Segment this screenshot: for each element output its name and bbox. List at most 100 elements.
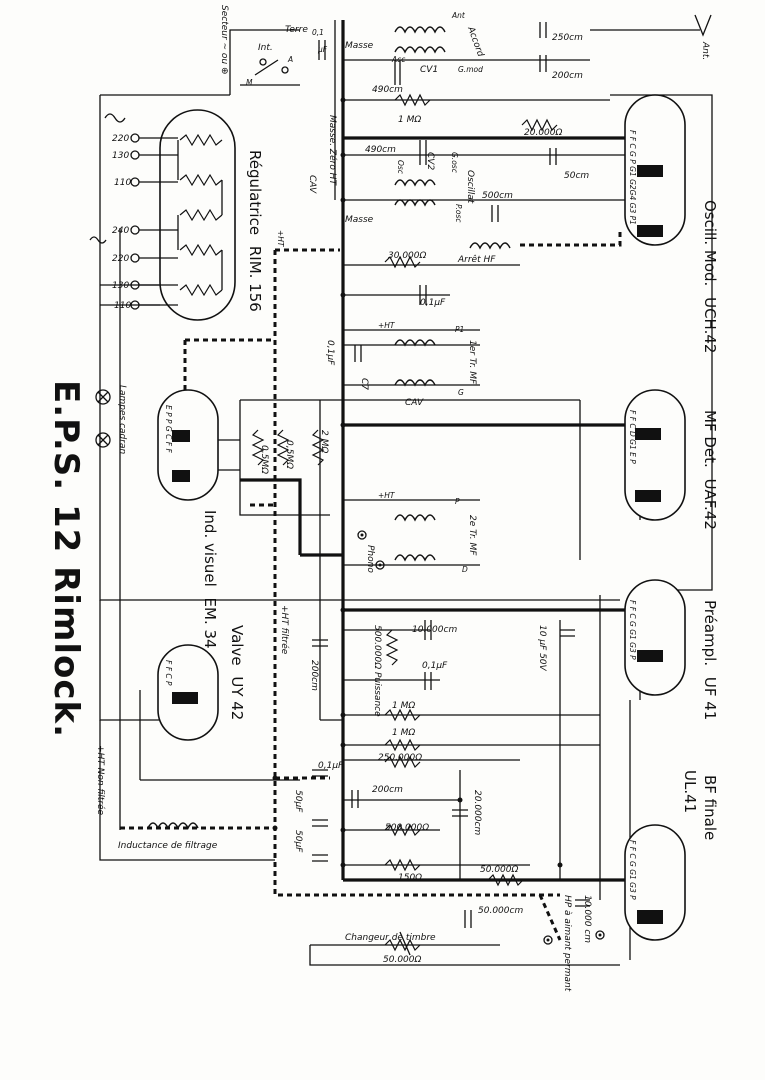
svg-text:50.000Ω: 50.000Ω — [383, 955, 421, 965]
svg-text:Ant.: Ant. — [700, 41, 710, 60]
preamp-section: 10.000cm 500.000Ω Puissance 10 µF 50V 20… — [279, 605, 575, 769]
output-section: 10.000 cm HP à aimant permant 50.000cm C… — [345, 895, 605, 992]
svg-text:Ant: Ant — [451, 11, 466, 20]
svg-text:50cm: 50cm — [564, 171, 589, 181]
svg-text:1 MΩ: 1 MΩ — [392, 728, 415, 738]
svg-text:P1: P1 — [455, 325, 464, 334]
uaf42-label: MF Det. UAF.42 — [701, 410, 719, 530]
svg-text:Osc: Osc — [396, 160, 405, 175]
svg-text:0,1µF: 0,1µF — [318, 761, 344, 771]
fuse-icon — [104, 113, 126, 123]
svg-text:Inductance de filtrage: Inductance de filtrage — [118, 841, 218, 851]
svg-text:Acc: Acc — [391, 55, 406, 64]
junction-dots — [272, 97, 563, 868]
phono-jack-icon[interactable] — [357, 530, 367, 540]
mf2-section: +HT P D 2e Tr. MF Phono — [357, 491, 477, 574]
lamp-icon — [95, 432, 111, 448]
svg-text:1 MΩ: 1 MΩ — [392, 701, 415, 711]
ac-symbol-icon — [89, 236, 107, 244]
phono-jack-icon[interactable] — [375, 560, 385, 570]
svg-text:C7: C7 — [359, 378, 369, 390]
svg-text:220: 220 — [112, 134, 129, 144]
svg-text:10.000cm: 10.000cm — [412, 625, 457, 635]
svg-text:200cm: 200cm — [372, 785, 403, 795]
svg-text:250.000Ω: 250.000Ω — [378, 753, 422, 763]
svg-text:µF: µF — [317, 45, 328, 54]
svg-text:Arrêt HF: Arrêt HF — [457, 254, 496, 265]
svg-text:Terre: Terre — [285, 25, 308, 35]
uy42-label: Valve UY 42 — [228, 625, 246, 720]
svg-text:G.mod: G.mod — [458, 65, 483, 74]
svg-text:2 MΩ: 2 MΩ — [319, 430, 329, 453]
svg-text:CAV: CAV — [405, 398, 424, 408]
antenna-icon — [694, 14, 712, 37]
uch42-label: Oscill. Mod. UCH.42 — [701, 200, 719, 353]
svg-text:Masse: Masse — [345, 215, 374, 225]
svg-text:10 µF 50V: 10 µF 50V — [537, 625, 547, 672]
em34-label: Ind. visuel EM. 34 — [201, 510, 219, 649]
svg-text:220: 220 — [112, 254, 129, 264]
svg-text:Oscillat: Oscillat — [465, 170, 475, 204]
speaker-jack-icon[interactable] — [543, 935, 553, 945]
svg-text:0,5MΩ: 0,5MΩ — [259, 445, 269, 474]
tube-uaf42: F F C D G1 E P MF Det. UAF.42 — [624, 389, 719, 530]
svg-text:500.000Ω: 500.000Ω — [385, 823, 429, 833]
em34-resistors: 0,5MΩ 0,5MΩ 2 MΩ — [251, 429, 329, 474]
svg-text:130: 130 — [112, 281, 129, 291]
svg-text:490cm: 490cm — [365, 145, 396, 155]
svg-text:+HT: +HT — [378, 491, 396, 500]
svg-text:20.000cm: 20.000cm — [472, 790, 482, 835]
mf1-section: +HT P1 1er Tr. MF 0,1µF C7 CAV G — [325, 321, 477, 408]
accord-section: Ant Accord CV1 Acc G.mod 490cm 250cm 200… — [372, 11, 712, 95]
secteur-label: Secteur ~ ou ⊕ — [219, 5, 229, 75]
svg-text:50µF: 50µF — [293, 830, 303, 853]
svg-text:G: G — [458, 388, 464, 397]
svg-text:Masse. Zéro HT: Masse. Zéro HT — [327, 115, 338, 186]
svg-text:0,1µF: 0,1µF — [420, 298, 446, 308]
svg-text:50.000cm: 50.000cm — [478, 906, 523, 916]
speaker-jack-icon[interactable] — [595, 930, 605, 940]
svg-text:CV2: CV2 — [425, 152, 435, 170]
svg-text:1er Tr. MF: 1er Tr. MF — [467, 340, 477, 385]
svg-text:P.osc: P.osc — [454, 204, 463, 223]
rim156-label: Régulatrice RIM. 156 — [246, 150, 264, 312]
svg-text:240: 240 — [112, 226, 129, 236]
svg-text:+HT Non filtrée: +HT Non filtrée — [95, 745, 106, 816]
svg-text:130: 130 — [112, 151, 129, 161]
tube-rim156: Régulatrice RIM. 156 — [159, 109, 264, 321]
svg-text:M: M — [246, 78, 253, 87]
svg-text:20.000Ω: 20.000Ω — [524, 128, 562, 138]
ul41-type: UL.41 — [681, 770, 699, 813]
svg-text:E P P G C F F: E P P G C F F — [164, 405, 173, 453]
svg-text:10.000 cm: 10.000 cm — [582, 895, 592, 943]
tube-em34: E P P G C F F Ind. visuel EM. 34 — [157, 389, 219, 649]
svg-text:0,1µF: 0,1µF — [422, 661, 448, 671]
dial-lamps: Lampes cadran — [95, 385, 127, 454]
page-title: E.P.S. 12 Rimlock. — [46, 380, 86, 738]
tube-uy42: F F C P Valve UY 42 — [157, 625, 246, 741]
svg-text:+HT filtrée: +HT filtrée — [279, 605, 290, 655]
svg-text:0,1: 0,1 — [312, 28, 324, 37]
svg-text:110: 110 — [114, 178, 131, 188]
svg-text:HP à aimant permant: HP à aimant permant — [562, 895, 572, 992]
lampes-cadran-label: Lampes cadran — [117, 385, 127, 454]
lamp-icon — [95, 389, 111, 405]
svg-text:A: A — [287, 55, 293, 64]
svg-text:Phono: Phono — [365, 545, 375, 573]
regulator-taps: 220 130 110 240 220 130 110 — [89, 113, 178, 311]
oscillator-section: 1 MΩ 20.000Ω Masse. Zéro HT 490cm CV2 Os… — [276, 93, 589, 308]
svg-text:F F C D G1 E P: F F C D G1 E P — [628, 410, 637, 464]
svg-text:CAV: CAV — [307, 175, 317, 194]
mains-input: Secteur ~ ou ⊕ Int. Terre M A 0,1µF Mass… — [219, 5, 374, 87]
svg-text:Int.: Int. — [258, 43, 273, 53]
svg-text:P: P — [455, 497, 460, 506]
uch42-pins: F F C G P G1 G2G4 G3 P1 — [628, 130, 637, 225]
svg-text:Changeur de timbre: Changeur de timbre — [345, 933, 436, 943]
svg-text:490cm: 490cm — [372, 85, 403, 95]
tube-ul41: F F C G G1 G3 P BF finale UL.41 — [624, 770, 719, 941]
svg-text:F F C P: F F C P — [164, 660, 173, 686]
svg-text:Accord: Accord — [465, 25, 485, 59]
svg-text:500.000Ω Puissance: 500.000Ω Puissance — [372, 625, 382, 717]
tube-uf41: F F C G G1 G3 P Préampl. UF 41 — [624, 579, 719, 720]
